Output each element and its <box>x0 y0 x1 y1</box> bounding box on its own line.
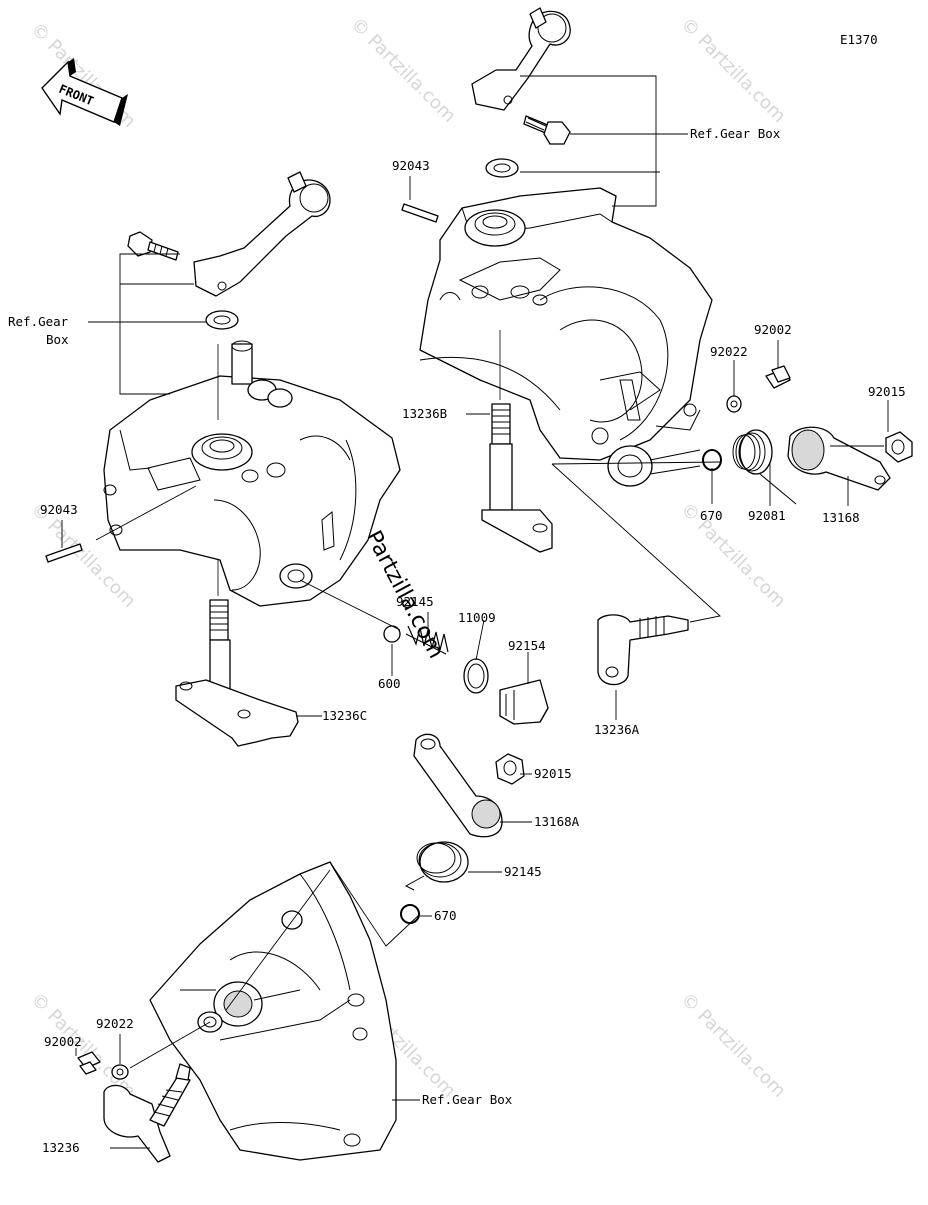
label-11009: 11009 <box>458 610 496 625</box>
spring-92145-upper-icon <box>405 625 449 655</box>
label-92022-left: 92022 <box>96 1016 134 1031</box>
spring-92081-icon <box>732 429 797 505</box>
left-shift-lever <box>193 171 331 297</box>
diagram-code: E1370 <box>840 32 878 47</box>
label-92145-upper: 92145 <box>396 594 434 609</box>
label-92015-mid: 92015 <box>534 766 572 781</box>
label-92002-right: 92002 <box>754 322 792 337</box>
spring-92145-lower-icon <box>404 841 469 891</box>
bolt-left-icon <box>127 231 179 261</box>
boss-right-icon <box>607 445 701 487</box>
shaft-13236C <box>175 344 299 747</box>
pin-92043-top-icon <box>401 203 439 223</box>
label-13168A: 13168A <box>534 814 580 829</box>
label-600: 600 <box>378 676 401 691</box>
oring-670-lower-icon <box>400 904 420 924</box>
nut-92015-mid-icon <box>495 753 525 785</box>
arm-13168-icon <box>787 426 891 491</box>
washer-92022-left-icon <box>111 1064 129 1080</box>
pin-92043-left-icon <box>45 543 83 563</box>
watermark: © Partzilla.com <box>346 14 459 127</box>
label-ref-gear-box-left-line1: Ref.Gear <box>8 314 69 329</box>
shaft-13236B <box>481 330 553 553</box>
label-92015-right: 92015 <box>868 384 906 399</box>
label-13236: 13236 <box>42 1140 80 1155</box>
washer-top-icon <box>485 158 519 178</box>
watermark: © Partzilla.com <box>676 989 789 1102</box>
nut-92015-right-icon <box>885 431 913 463</box>
watermarks: © Partzilla.com © Partzilla.com © Partzi… <box>26 14 789 1102</box>
front-arrow-icon: FRONT <box>41 58 128 126</box>
washer-92022-right-icon <box>726 395 742 413</box>
gasket-11009-icon <box>463 658 489 694</box>
label-670-right: 670 <box>700 508 723 523</box>
part-labels: Ref.Gear Box 92043 92002 92022 92015 132… <box>8 126 906 1155</box>
shaft-13236A <box>597 614 689 686</box>
label-ref-gear-box-top: Ref.Gear Box <box>690 126 781 141</box>
bolt-top-icon <box>523 115 571 145</box>
label-670-lower: 670 <box>434 908 457 923</box>
label-92002-left: 92002 <box>44 1034 82 1049</box>
label-13236C: 13236C <box>322 708 367 723</box>
label-92043-top: 92043 <box>392 158 430 173</box>
label-13168: 13168 <box>822 510 860 525</box>
bolt-92002-left-icon <box>77 1051 101 1075</box>
label-13236A: 13236A <box>594 722 640 737</box>
leader-lines <box>61 75 889 1149</box>
upper-right-shift-lever <box>471 7 571 111</box>
shaft-13236-icon <box>103 1063 191 1163</box>
bottom-gearbox-housing <box>149 861 397 1161</box>
washer-left-icon <box>205 310 239 330</box>
upper-gearbox-housing <box>419 187 713 461</box>
bolt-92002-right-icon <box>765 365 791 389</box>
label-92081: 92081 <box>748 508 786 523</box>
label-13236B: 13236B <box>402 406 447 421</box>
label-92022-right: 92022 <box>710 344 748 359</box>
label-92145-lower: 92145 <box>504 864 542 879</box>
label-92154: 92154 <box>508 638 546 653</box>
arm-13168A-icon <box>413 733 503 838</box>
label-ref-gear-box-left-line2: Box <box>46 332 69 347</box>
label-92043-left: 92043 <box>40 502 78 517</box>
oring-670-right-icon <box>702 449 722 471</box>
left-gearbox-housing <box>103 340 401 607</box>
plug-92154-icon <box>499 679 549 725</box>
label-ref-gear-box-bottom: Ref.Gear Box <box>422 1092 513 1107</box>
watermark: © Partzilla.com <box>676 14 789 127</box>
